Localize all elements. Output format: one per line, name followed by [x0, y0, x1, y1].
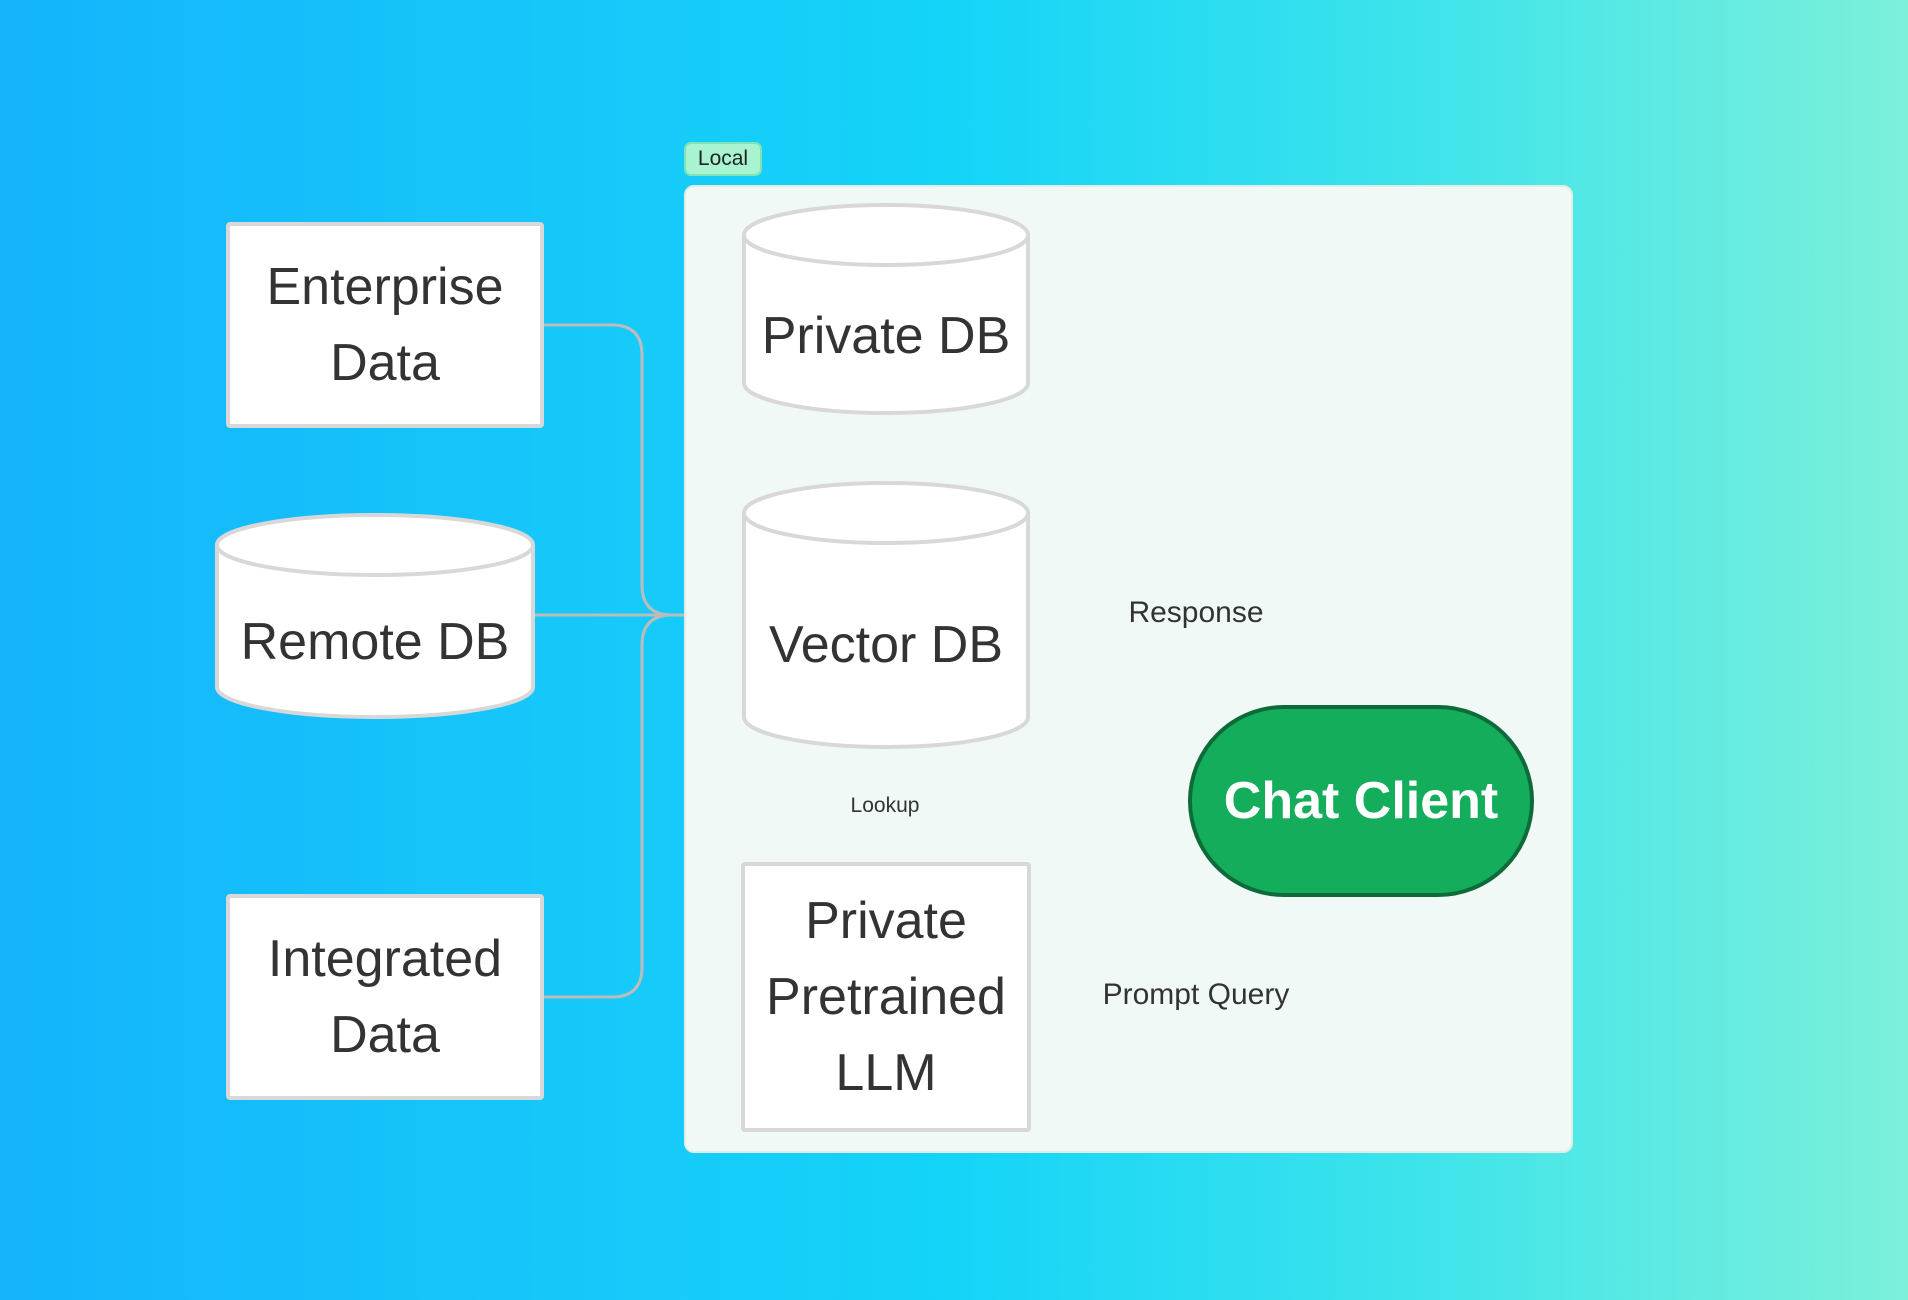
- edge-label-prompt-query: Prompt Query: [1102, 978, 1290, 1011]
- node-vector-db-label: Vector DB: [768, 616, 1004, 674]
- node-private-db-label: Private DB: [761, 307, 1011, 365]
- node-chat-client-label: Chat Client: [1223, 772, 1499, 830]
- node-vector-db[interactable]: Vector DB: [741, 480, 1031, 750]
- node-private-llm[interactable]: Private Pretrained LLM: [741, 862, 1031, 1132]
- node-chat-client[interactable]: Chat Client: [1188, 705, 1534, 897]
- frame-tag-local: Local: [684, 142, 762, 176]
- node-remote-db[interactable]: Remote DB: [214, 512, 536, 720]
- connector-integrated-to-vector: [541, 613, 674, 999]
- node-private-db[interactable]: Private DB: [741, 202, 1031, 416]
- edge-label-response: Response: [1128, 596, 1264, 629]
- connector-enterprise-to-vector: [541, 323, 674, 617]
- node-integrated-data-label: Integrated Data: [267, 930, 503, 1064]
- edge-label-lookup: Lookup: [850, 794, 920, 817]
- node-integrated-data[interactable]: Integrated Data: [226, 894, 544, 1100]
- node-enterprise-data[interactable]: Enterprise Data: [226, 222, 544, 428]
- node-remote-db-label: Remote DB: [240, 613, 510, 671]
- private-db-cylinder-shape: [742, 203, 1030, 415]
- vector-db-cylinder-shape: [742, 481, 1030, 749]
- node-enterprise-data-label: Enterprise Data: [266, 258, 504, 392]
- remote-db-cylinder-shape: [215, 513, 535, 719]
- node-private-llm-label: Private Pretrained LLM: [766, 892, 1006, 1102]
